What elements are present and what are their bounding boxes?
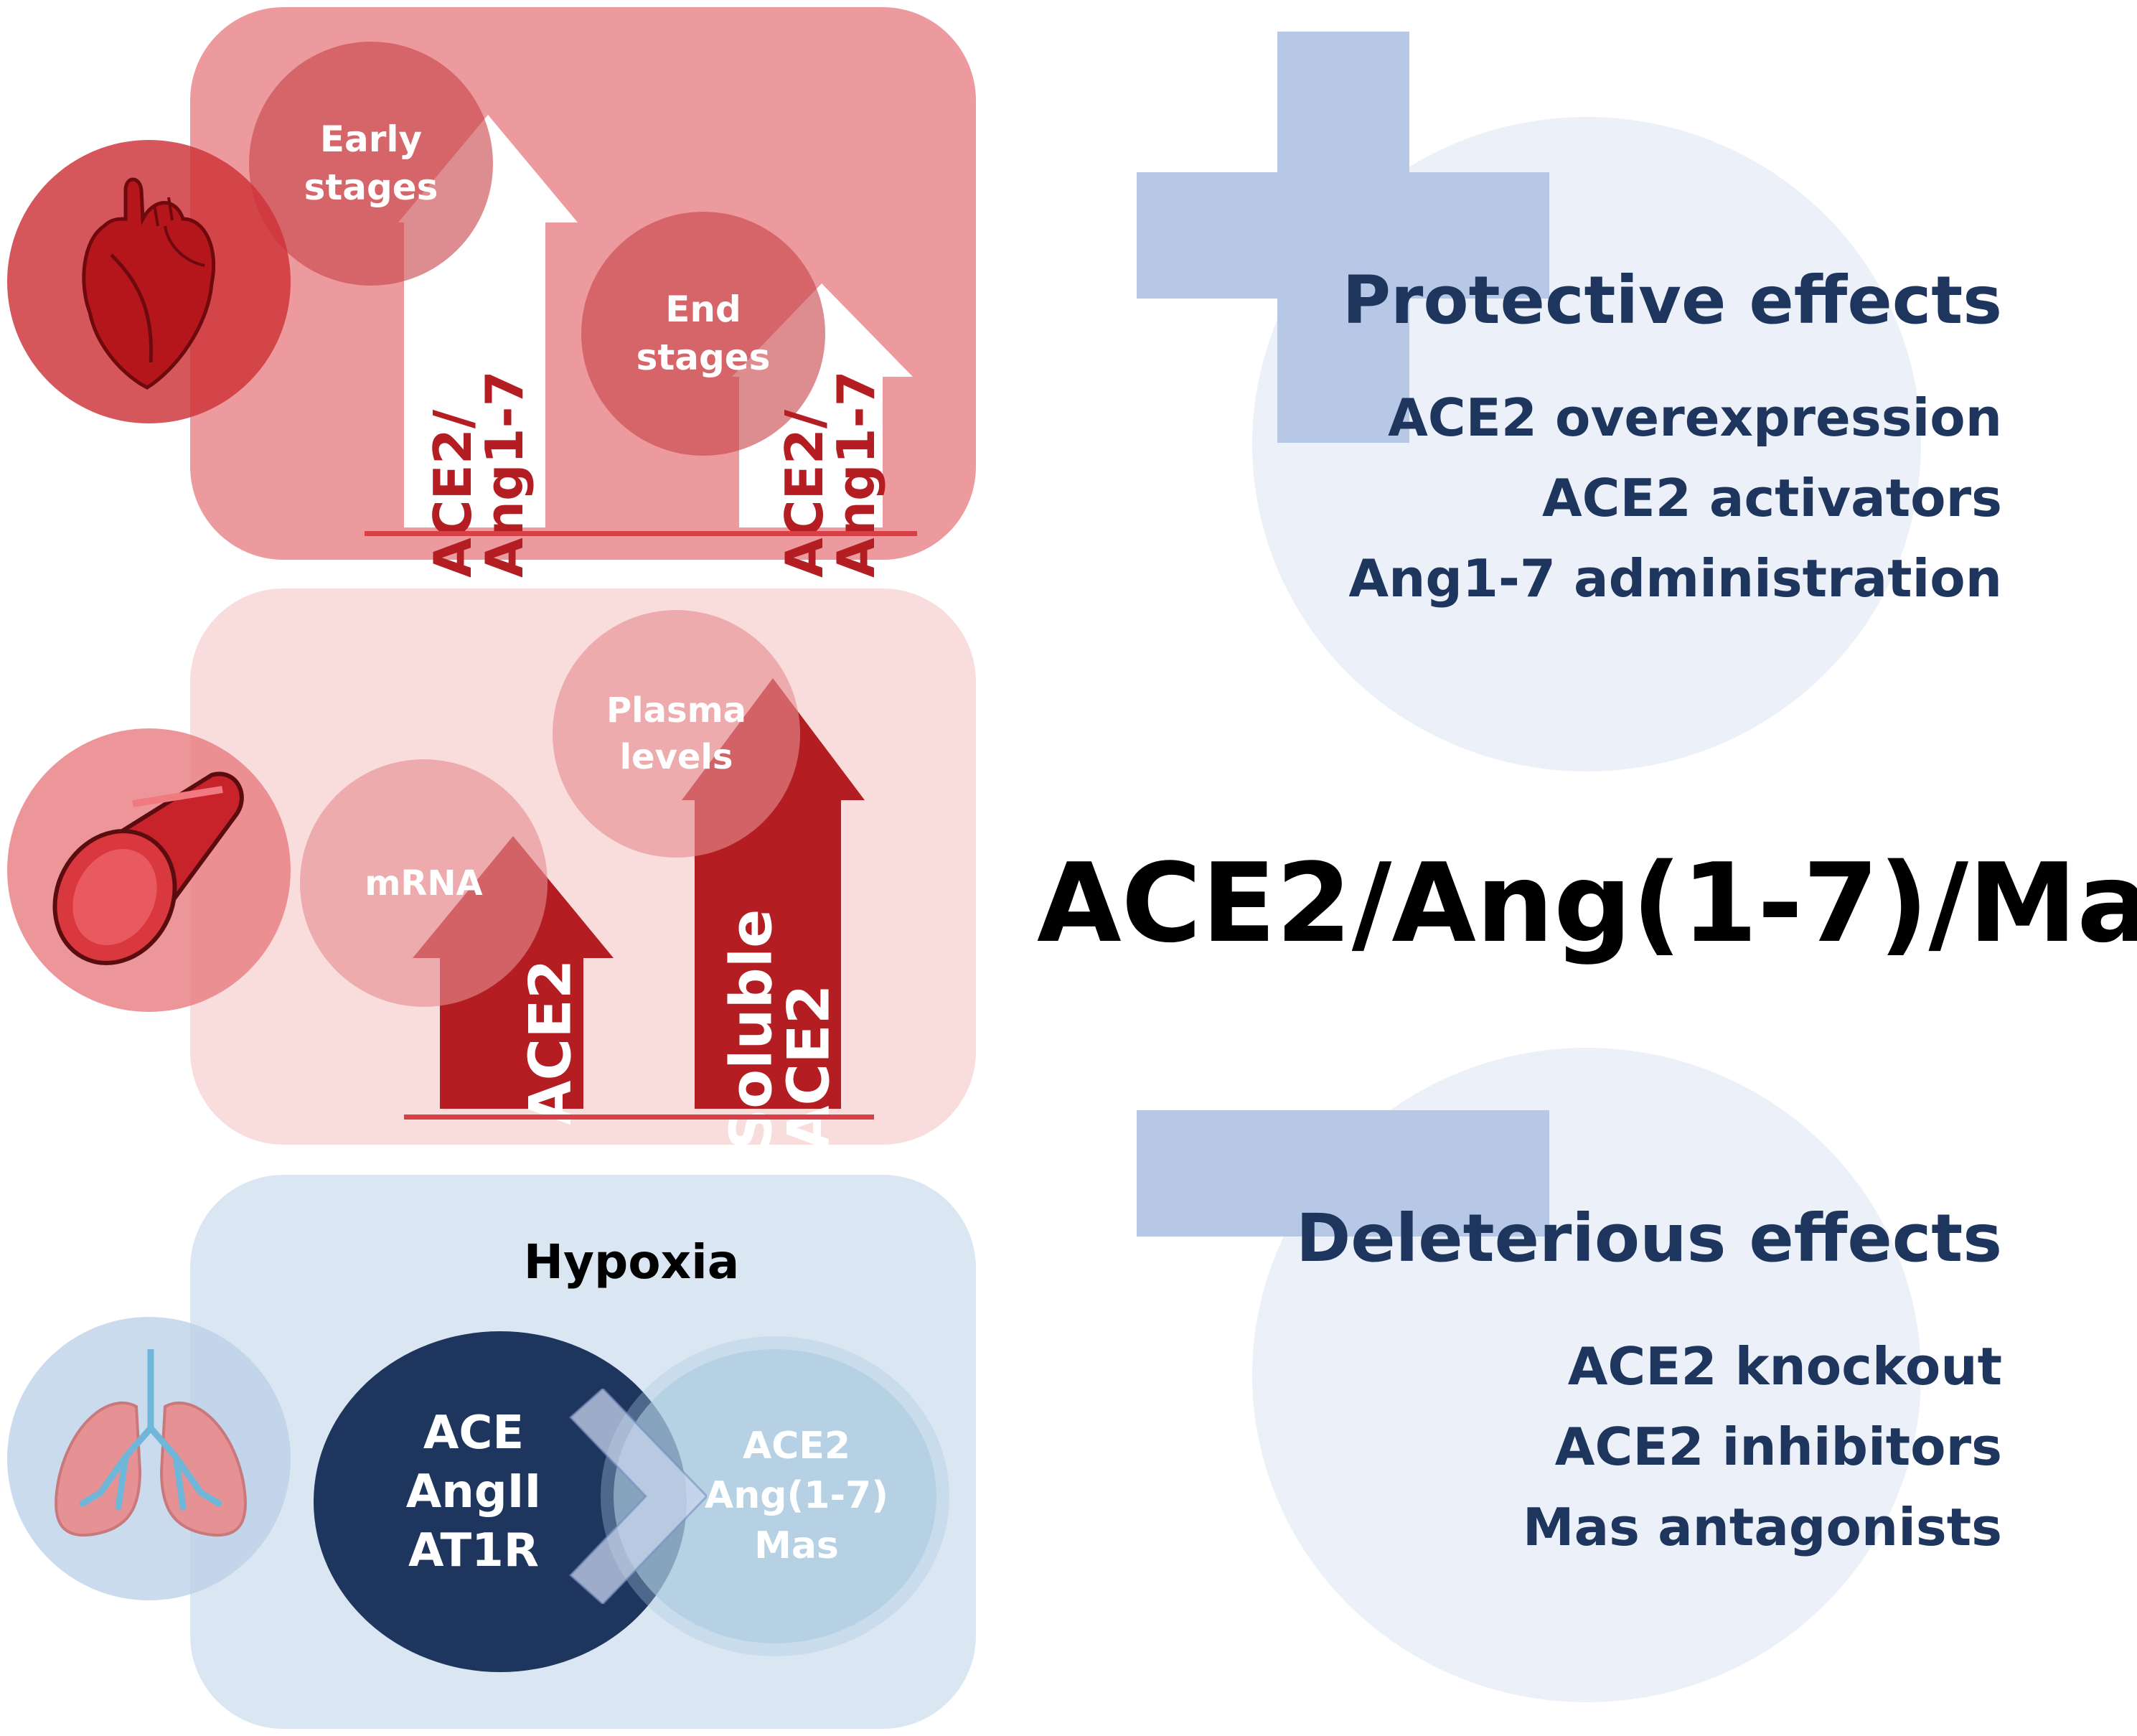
- protective-item: ACE2 activators: [1541, 468, 2002, 528]
- blood-vessel-icon: [52, 771, 244, 965]
- plasma-levels-label: Plasma levels: [606, 690, 746, 777]
- vessel-baseline: [404, 1115, 874, 1120]
- chevron-right-icon: [568, 1389, 707, 1604]
- mrna-label: mRNA: [365, 863, 483, 904]
- end-stages-label: End stages: [636, 288, 771, 379]
- ace-label: ACE: [423, 1407, 525, 1460]
- vessel-arrow-soluble-ace2-label: Soluble ACE2: [718, 909, 842, 1150]
- protective-item: Ang1-7 administration: [1348, 548, 2002, 609]
- minus-icon: [1137, 1110, 1549, 1237]
- heart-baseline: [365, 531, 917, 536]
- end-stages-bubble: [581, 212, 825, 456]
- ace2-label: ACE2: [742, 1425, 851, 1468]
- ace2-ang-mas-label: ACE2 Ang(1-7) Mas: [700, 1407, 893, 1586]
- deleterious-item: ACE2 knockout: [1567, 1336, 2002, 1397]
- early-stages-label: Early stages: [304, 118, 438, 209]
- deleterious-title: Deleterious effects: [1295, 1200, 2002, 1277]
- at1r-label: AT1R: [408, 1524, 540, 1577]
- mrna-bubble: [300, 759, 548, 1007]
- lungs-icon: [55, 1349, 247, 1537]
- protective-title: Protective effects: [1342, 262, 2002, 339]
- heart-icon: [82, 177, 216, 390]
- hypoxia-title: Hypoxia: [523, 1234, 740, 1290]
- mas-label: Mas: [754, 1524, 839, 1567]
- vessel-arrow-ace2-label: ACE2: [517, 959, 584, 1125]
- ace-angii-at1r-label: ACE AngII AT1R: [402, 1389, 545, 1597]
- ang17-label: Ang(1-7): [705, 1474, 888, 1518]
- angii-label: AngII: [405, 1465, 542, 1519]
- center-title: ACE2/Ang(1-7)/Mas: [1037, 840, 2137, 967]
- early-stages-bubble: [249, 42, 493, 286]
- protective-item: ACE2 overexpression: [1388, 388, 2002, 448]
- deleterious-item: Mas antagonists: [1522, 1497, 2002, 1557]
- plasma-levels-bubble: [553, 610, 800, 858]
- deleterious-item: ACE2 inhibitors: [1554, 1417, 2002, 1477]
